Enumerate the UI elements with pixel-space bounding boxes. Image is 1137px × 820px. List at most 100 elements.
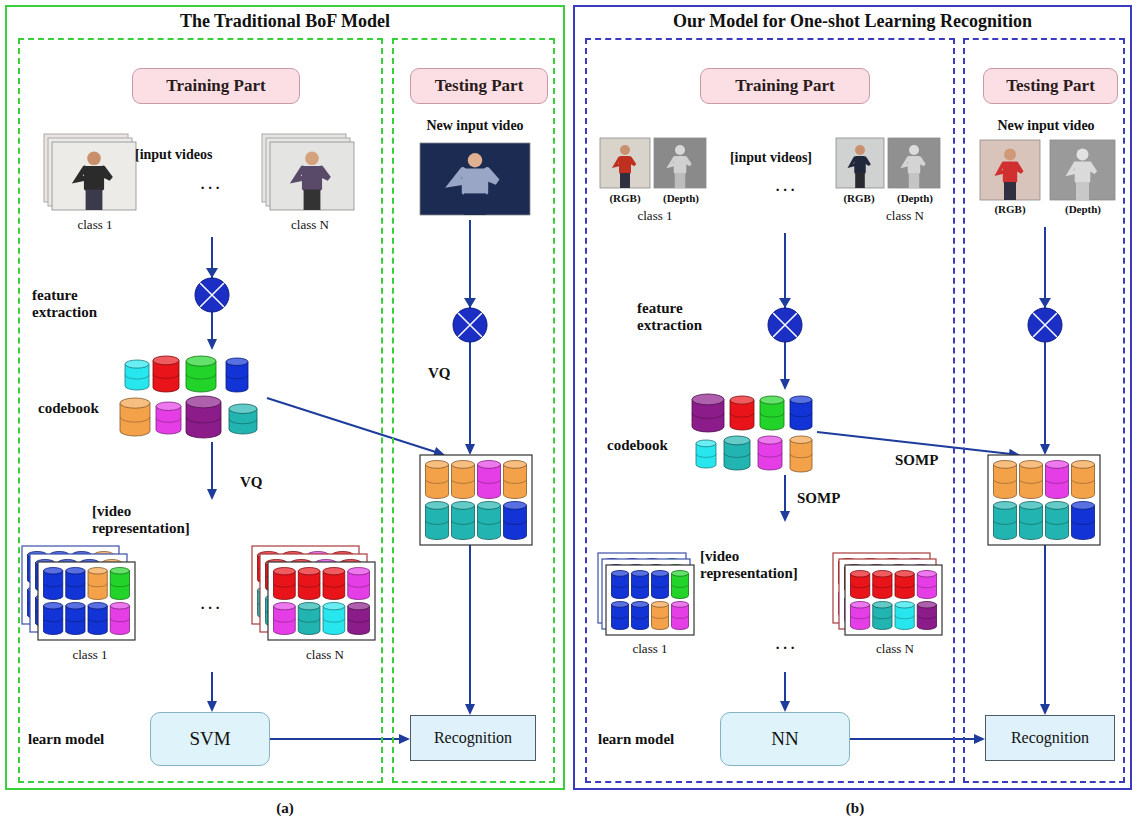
arrow-line (469, 545, 471, 706)
model-panel: Our Model for One-shot Learning Recognit… (573, 5, 1132, 790)
illustration (988, 455, 1100, 545)
recognition-box: Recognition (410, 715, 536, 761)
video-representation: [video representation] class 1 . . . class … (20, 500, 378, 672)
illustration (35, 350, 267, 442)
channel-label: (RGB) (596, 192, 654, 205)
part-label: [video representation] (92, 503, 214, 538)
part-label: [input videos (135, 147, 250, 163)
panel-title: The Traditional BoF Model (5, 11, 565, 32)
section-heading: Training Part (132, 68, 300, 104)
illustration (605, 390, 817, 475)
nn-box: NN (720, 712, 850, 766)
feature-extraction-symbol (453, 298, 487, 342)
edge-label: SOMP (795, 490, 842, 507)
annotation-label: (b) (835, 800, 875, 817)
arrow-head (465, 444, 475, 455)
arrow-head (1040, 444, 1050, 455)
arrow-head (465, 704, 475, 715)
testing-region: Testing PartNew input videoRecognition (392, 38, 555, 783)
panel-title: Our Model for One-shot Learning Recognit… (573, 11, 1132, 32)
recognition-box: Recognition (985, 715, 1115, 761)
edge-label: SOMP (893, 452, 940, 469)
arrow-head (974, 734, 985, 744)
test-representation (420, 455, 532, 545)
test-representation (988, 455, 1100, 545)
arrow-head (780, 511, 790, 522)
arrow-head (207, 489, 217, 500)
box-label: Recognition (434, 729, 512, 747)
flow-arrow (1040, 545, 1050, 715)
section-heading: Testing Part (410, 68, 548, 104)
channel-label: (Depth) (884, 192, 946, 205)
model-panel: The Traditional BoF ModelTraining Part [i… (5, 5, 565, 790)
box-label: Recognition (1011, 729, 1089, 747)
class-label: class 1 (50, 218, 140, 233)
arrow-line (784, 672, 786, 703)
part-label: codebook (38, 400, 118, 417)
annotation-label: feature extraction (637, 300, 737, 335)
section-heading: Training Part (700, 68, 870, 104)
arrow-line (211, 672, 213, 703)
annotation-label: feature extraction (32, 287, 132, 322)
annotation-label: (a) (265, 800, 305, 817)
feature-extraction-symbol (768, 298, 802, 342)
flow-arrow (207, 672, 217, 712)
feature-extraction-symbol (195, 268, 229, 312)
box-label: NN (771, 728, 798, 750)
flow-arrow (270, 734, 410, 744)
training-region: Training Part [input videos class 1 . . . cl… (18, 38, 383, 783)
class-label: class N (275, 648, 375, 663)
flow-arrow (465, 545, 475, 715)
arrow-line (817, 432, 1011, 454)
part-label: . . . (755, 178, 815, 195)
class-label: class N (265, 218, 355, 233)
channel-label: (RGB) (830, 192, 888, 205)
arrow-head (1040, 704, 1050, 715)
class-label: class N (863, 209, 947, 224)
training-region: Training Part[input videos](RGB)(Depth)c… (585, 38, 955, 783)
section-heading: Testing Part (983, 68, 1118, 104)
annotation-label: learn model (28, 731, 146, 748)
svm-box: SVM (150, 712, 270, 766)
testing-region: Testing PartNew input video (RGB) (Depth) R… (963, 38, 1125, 783)
arrow-line (211, 442, 213, 491)
illustration (420, 455, 532, 545)
class-label: class 1 (40, 648, 140, 663)
input-videos: [input videos class 1 . . . class N (40, 115, 360, 237)
annotation-label: learn model (598, 731, 716, 748)
illustration (20, 500, 378, 672)
codebook: codebook (35, 350, 267, 442)
input-videos: [input videos](RGB)(Depth)class 1. . .(R… (595, 115, 947, 233)
part-label: codebook (607, 437, 687, 454)
arrow-head (399, 734, 410, 744)
part-label: New input video (405, 118, 545, 134)
arrow-line (850, 738, 976, 740)
edge-label: VQ (426, 365, 453, 382)
channel-label: (Depth) (650, 192, 712, 205)
codebook: codebook (605, 390, 817, 475)
channel-label: (Depth) (1050, 203, 1116, 216)
flow-arrow (780, 672, 790, 712)
arrow-head (207, 339, 217, 350)
class-label: class 1 (615, 209, 695, 224)
arrow-head (207, 701, 217, 712)
edge-label: VQ (238, 474, 265, 491)
part-label: [video representation] (700, 548, 825, 583)
flow-arrow (207, 442, 217, 500)
box-label: SVM (189, 728, 230, 750)
channel-label: (RGB) (979, 203, 1041, 216)
class-label: class N (850, 642, 940, 657)
part-label: . . . (180, 176, 240, 193)
new-input-video: New input video (405, 115, 545, 220)
class-label: class 1 (605, 642, 695, 657)
arrow-line (267, 398, 436, 452)
part-label: . . . (180, 596, 240, 613)
arrow-head (780, 379, 790, 390)
arrow-head (780, 701, 790, 712)
part-label: . . . (755, 636, 815, 653)
part-label: New input video (972, 118, 1120, 134)
flow-arrow (267, 398, 445, 456)
new-input-video: New input video (RGB) (Depth) (972, 115, 1120, 227)
part-label: [input videos] (712, 150, 830, 166)
